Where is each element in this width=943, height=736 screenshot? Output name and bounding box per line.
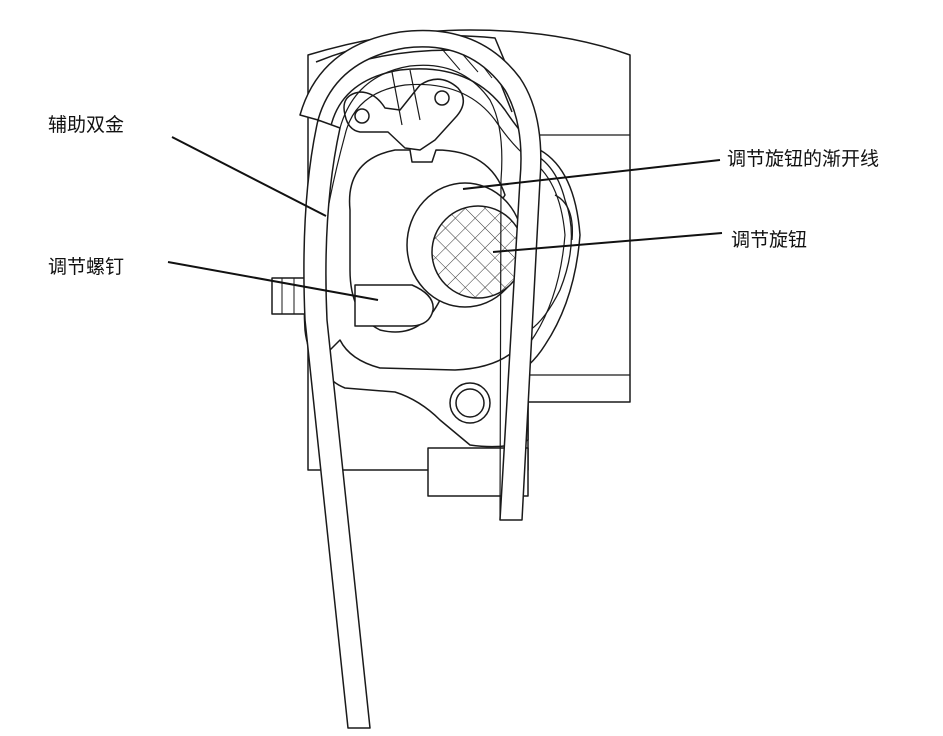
right-bracket xyxy=(524,149,573,331)
aux-bimetal-strip xyxy=(303,119,371,729)
label-adjust-screw: 调节螺钉 xyxy=(48,256,125,278)
label-knob-involute: 调节旋钮的渐开线 xyxy=(727,148,880,170)
adjust-knob xyxy=(431,205,525,299)
base-plate xyxy=(319,339,529,448)
leader-knob-involute xyxy=(462,159,721,190)
aux-bimetal-loop-inner xyxy=(339,64,503,521)
leader-adjust-knob xyxy=(492,232,723,253)
housing-recess xyxy=(526,134,630,376)
lever-stem xyxy=(391,69,421,126)
right-bracket-tab xyxy=(554,194,574,241)
label-aux-bimetal: 辅助双金 xyxy=(48,114,125,136)
adjusting-screw xyxy=(354,284,434,327)
leader-aux-bimetal xyxy=(171,136,327,217)
leader-adjust-screw xyxy=(167,261,379,301)
label-adjust-knob: 调节旋钮 xyxy=(731,229,808,251)
cam-lever xyxy=(343,78,464,151)
carrier-plate xyxy=(303,68,581,391)
